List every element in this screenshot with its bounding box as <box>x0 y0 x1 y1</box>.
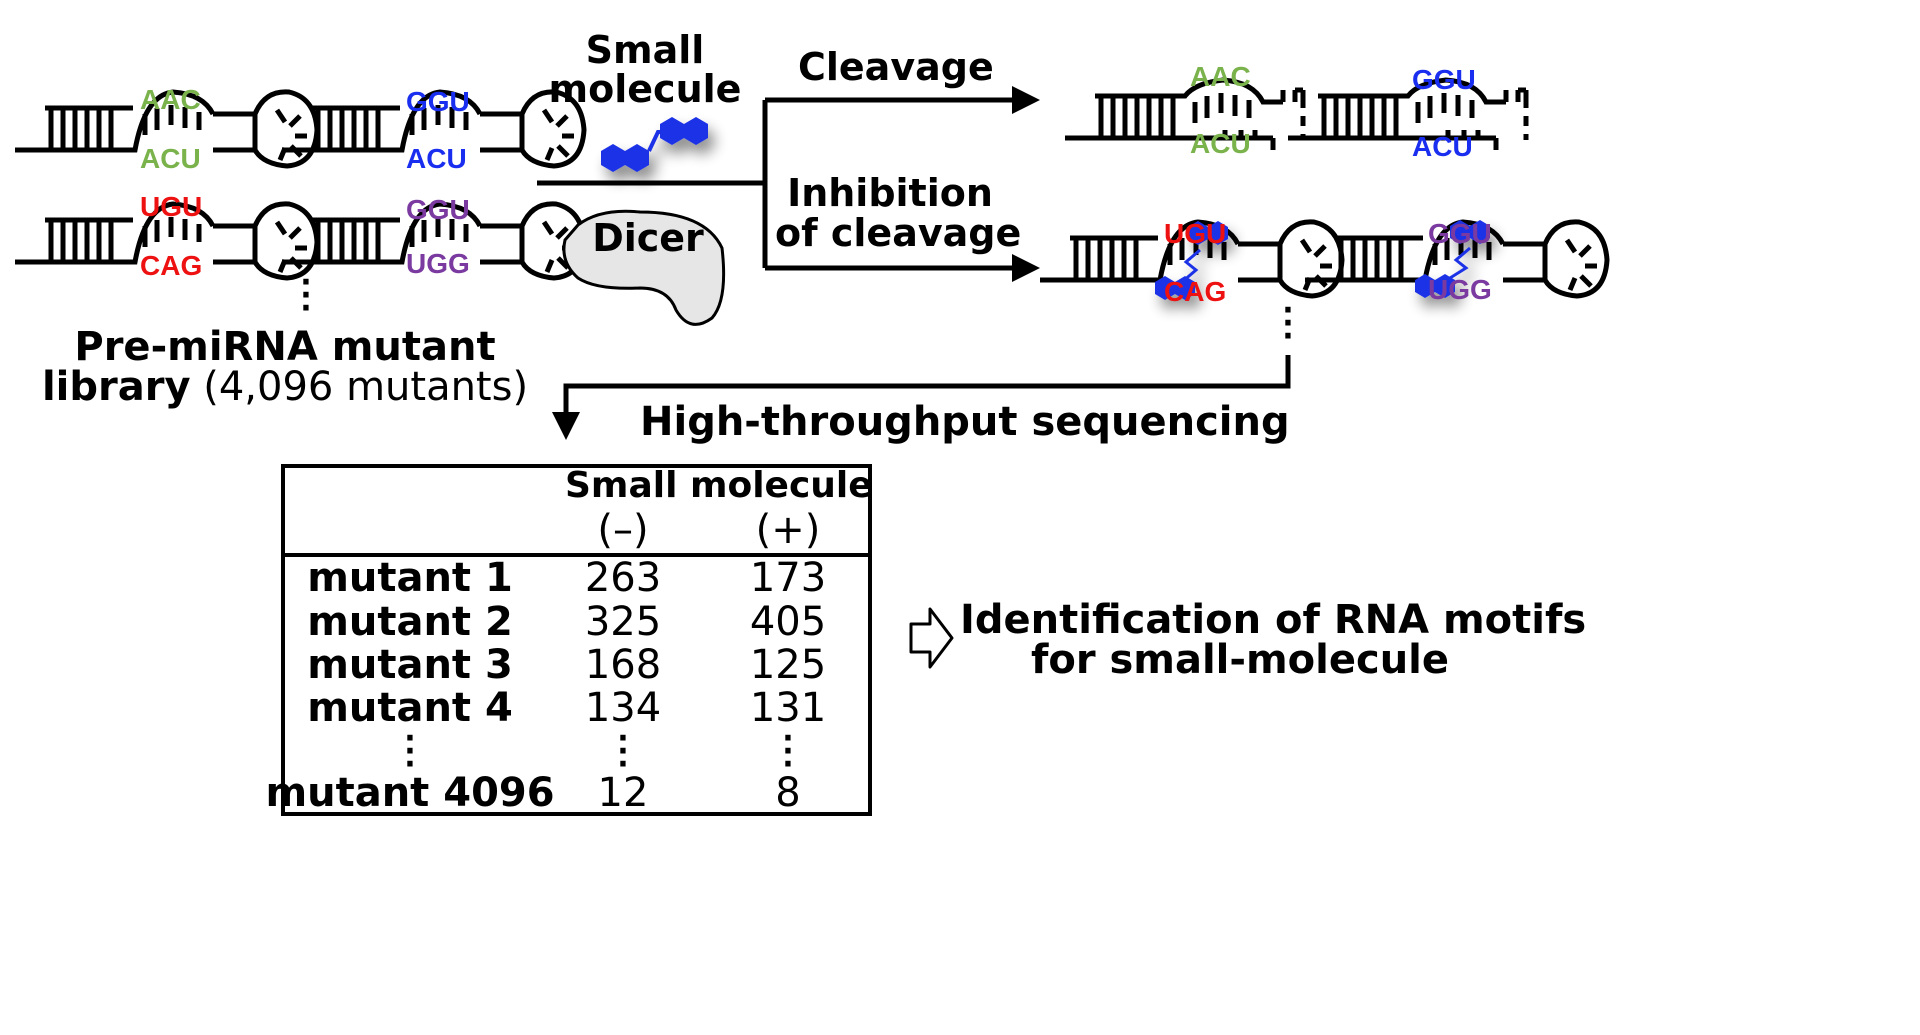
lib-seq-bottom-3: CAG <box>140 250 203 281</box>
result-line2: for small-molecule <box>1030 637 1450 683</box>
result-line1: Identification of RNA motifs <box>960 597 1587 643</box>
table-col-plus: (+) <box>755 507 821 553</box>
inhibited-seq-top-1: UGU <box>1164 218 1227 249</box>
row-name: mutant 3 <box>307 642 513 688</box>
inhibition-label-line2: of cleavage <box>775 211 1022 255</box>
row-minus: 325 <box>584 599 662 645</box>
cleaved-seq-top-1: AAC <box>1190 61 1251 92</box>
row-name: mutant 2 <box>307 599 513 645</box>
small-molecule-icon <box>601 117 708 172</box>
sequencing-label: High-throughput sequencing <box>640 399 1290 445</box>
cleaved-seq-bottom-2: ACU <box>1412 131 1473 162</box>
row-minus: 263 <box>584 555 662 601</box>
lib-seq-bottom-2: ACU <box>406 143 467 174</box>
library-ellipsis: ··· <box>300 265 312 326</box>
table-ellipsis-minus: ··· <box>617 721 629 782</box>
cleaved-duplex-ggu <box>1288 80 1526 150</box>
library-label-line1: Pre-miRNA mutant <box>74 324 496 370</box>
row-plus: 173 <box>749 555 827 601</box>
row-plus: 125 <box>749 642 827 688</box>
library-hairpins <box>15 92 584 278</box>
table-ellipsis-plus: ··· <box>782 721 794 782</box>
row-name: mutant 4 <box>307 685 513 731</box>
lib-seq-top-4: GGU <box>406 194 470 225</box>
lib-seq-bottom-1: ACU <box>140 143 201 174</box>
inhibited-seq-bottom-1: CAG <box>1164 276 1227 307</box>
cleaved-seq-top-2: GGU <box>1412 64 1476 95</box>
sequencing-arrowhead <box>552 412 580 440</box>
dicer-icon <box>562 209 726 326</box>
flow-arrows <box>537 86 1291 440</box>
inhibited-complexes <box>1040 220 1607 300</box>
row-minus: 12 <box>597 770 649 816</box>
small-molecule-label-line2: molecule <box>548 67 742 111</box>
library-label-line2: library (4,096 mutants) <box>40 365 530 409</box>
row-plus: 131 <box>749 685 827 731</box>
result-arrow-icon <box>909 607 954 669</box>
inhibited-seq-bottom-2: UGG <box>1428 274 1492 305</box>
inhibited-ellipsis: ··· <box>1282 293 1294 354</box>
results-table-frame <box>281 464 872 816</box>
row-minus: 168 <box>584 642 662 688</box>
inhibition-label-line1: Inhibition <box>787 171 993 215</box>
small-molecule-label-line1: Small <box>585 28 705 72</box>
lib-seq-bottom-4: UGG <box>406 248 470 279</box>
table-header: Small molecule <box>565 465 873 506</box>
cleaved-duplex-aac <box>1065 80 1303 150</box>
lib-seq-top-2: GGU <box>406 86 470 117</box>
table-col-minus: (–) <box>597 507 649 553</box>
dicer-label: Dicer <box>592 216 704 260</box>
library-label-count: (4,096 mutants) <box>190 364 529 410</box>
cleavage-label: Cleavage <box>798 45 994 89</box>
row-name: mutant 1 <box>307 555 513 601</box>
row-plus: 405 <box>749 599 827 645</box>
table-ellipsis-name: ··· <box>404 721 416 782</box>
cleavage-arrowhead <box>1012 86 1040 114</box>
inhibition-arrowhead <box>1012 254 1040 282</box>
row-minus: 134 <box>584 685 662 731</box>
row-plus: 8 <box>775 770 801 816</box>
inhibited-seq-top-2: GGU <box>1428 218 1492 249</box>
lib-seq-top-3: UGU <box>140 191 203 222</box>
library-label-bold: library <box>41 364 191 410</box>
cleaved-seq-bottom-1: ACU <box>1190 128 1251 159</box>
lib-seq-top-1: AAC <box>140 84 201 115</box>
row-name: mutant 4096 <box>265 770 555 816</box>
